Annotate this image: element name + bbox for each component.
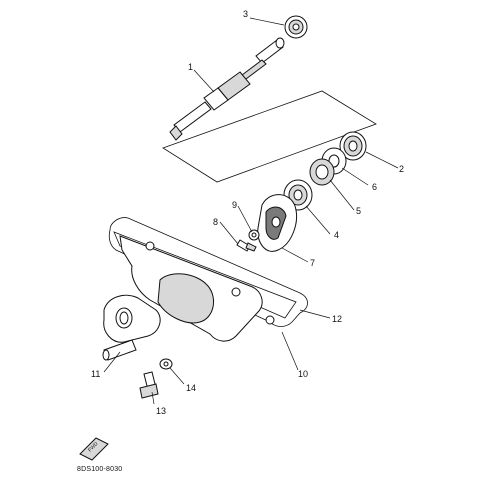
hose-fitting[interactable] <box>102 339 137 361</box>
callout-2: 2 <box>399 164 404 174</box>
forward-arrow-icon: FWD <box>79 437 109 461</box>
callout-13: 13 <box>156 406 166 416</box>
callout-14: 14 <box>186 383 196 393</box>
bolt-impeller[interactable] <box>236 239 257 252</box>
callout-1: 1 <box>188 62 193 72</box>
callout-11: 11 <box>91 369 100 379</box>
washer-small[interactable] <box>248 229 260 241</box>
callout-labels: 3 1 2 6 5 4 7 8 9 12 10 11 14 13 <box>91 9 404 416</box>
bolt-lower[interactable] <box>139 371 159 399</box>
bearing-top[interactable] <box>284 15 308 39</box>
impeller[interactable] <box>257 194 297 252</box>
callout-3: 3 <box>243 9 248 19</box>
oil-seal[interactable] <box>309 158 335 186</box>
gasket[interactable] <box>108 217 308 327</box>
callout-9: 9 <box>232 200 237 210</box>
drawing-code: 8DS100-8030 <box>77 466 123 473</box>
assembly-boundary <box>162 90 377 183</box>
callout-6: 6 <box>372 182 377 192</box>
callout-12: 12 <box>332 314 342 324</box>
bearing-large[interactable] <box>339 131 367 161</box>
leader-lines <box>103 17 399 405</box>
callout-5: 5 <box>356 206 361 216</box>
callout-8: 8 <box>213 217 218 227</box>
impeller-shaft[interactable] <box>169 37 285 141</box>
callout-7: 7 <box>310 258 315 268</box>
washer-lower[interactable] <box>159 358 173 370</box>
pump-cover[interactable] <box>103 235 275 343</box>
callout-10: 10 <box>298 369 308 379</box>
callout-4: 4 <box>334 230 339 240</box>
